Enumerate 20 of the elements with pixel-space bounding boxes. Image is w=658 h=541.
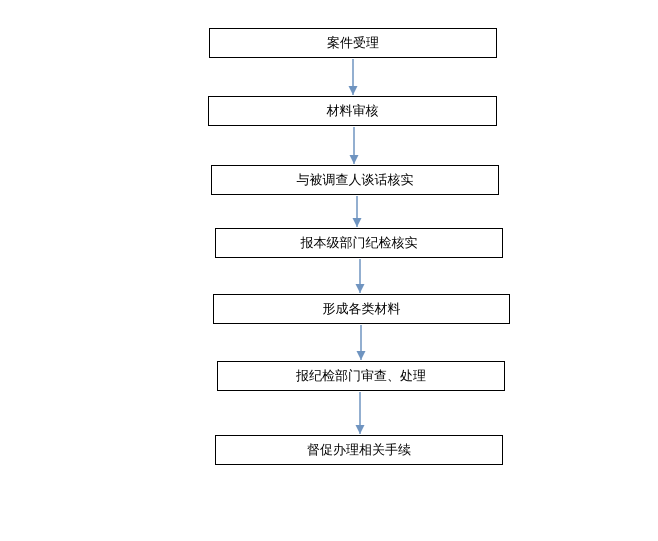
step-label: 督促办理相关手续 <box>307 442 411 459</box>
arrow <box>350 127 358 164</box>
arrow <box>348 59 358 95</box>
step-label: 形成各类材料 <box>322 301 400 318</box>
process-box <box>215 435 503 465</box>
process-box <box>211 165 499 195</box>
process-box <box>215 228 503 258</box>
arrow <box>352 196 362 227</box>
process-box <box>208 96 497 126</box>
process-box <box>217 361 505 391</box>
step-label: 报本级部门纪检核实 <box>300 235 418 252</box>
step-label: 案件受理 <box>327 35 379 52</box>
step-label: 报纪检部门审查、处理 <box>296 368 426 385</box>
process-box <box>213 294 510 324</box>
arrow <box>356 325 366 360</box>
arrow <box>356 392 364 434</box>
step-label: 材料审核 <box>326 103 378 120</box>
arrow <box>356 259 364 293</box>
step-label: 与被调查人谈话核实 <box>296 172 414 189</box>
process-box <box>209 28 497 58</box>
